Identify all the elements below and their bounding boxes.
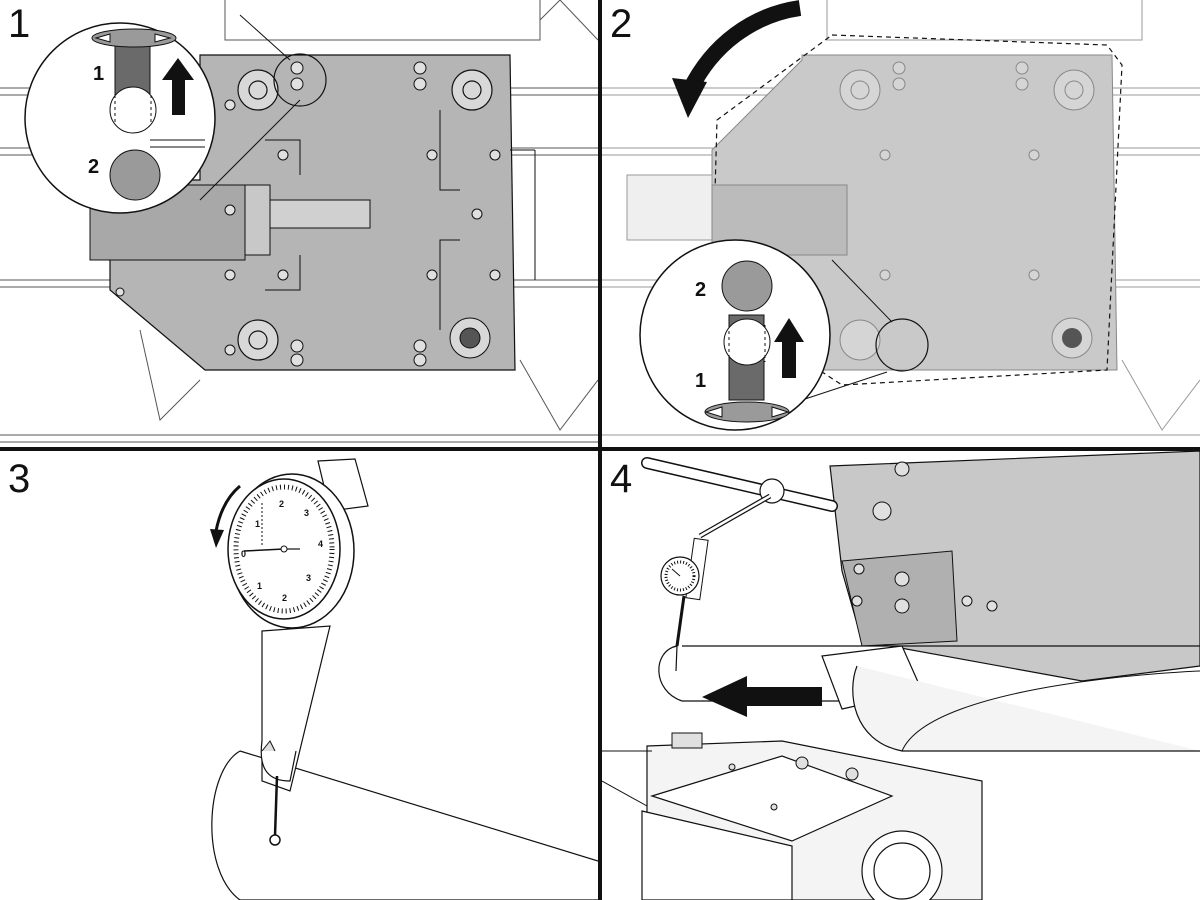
dial-label-7: 1 (257, 581, 262, 591)
panel-3-number: 3 (8, 457, 31, 501)
panel-2-callout-1: 1 (695, 370, 706, 392)
panel-4-number: 4 (610, 457, 633, 501)
panel-2: 2 1 2 (602, 0, 1200, 447)
panel-1: 1 2 1 (0, 0, 598, 447)
panel-3: 0 1 2 3 4 3 2 1 3 (0, 451, 598, 900)
dial-label-5: 3 (306, 573, 311, 583)
panel-1-drawing: 1 2 (0, 0, 598, 443)
panel-3-drawing: 0 1 2 3 4 3 2 1 (210, 458, 598, 900)
dial-label-6: 2 (282, 593, 287, 603)
panel-1-callout-1: 1 (93, 63, 104, 85)
panel-4: 4 (602, 451, 1200, 900)
dial-label-1: 1 (255, 519, 260, 529)
panel-2-number: 2 (610, 2, 633, 46)
horizontal-divider (0, 447, 1200, 451)
panel-1-callout-2: 2 (88, 156, 99, 178)
dial-label-3: 3 (304, 508, 309, 518)
panel-2-drawing: 2 1 (602, 0, 1200, 436)
panel-1-number: 1 (8, 2, 31, 46)
dial-label-4: 4 (318, 539, 323, 549)
panel-4-drawing (602, 451, 1200, 900)
panel-2-callout-2: 2 (695, 279, 706, 301)
dial-label-0: 0 (241, 549, 246, 559)
dial-label-2: 2 (279, 499, 284, 509)
